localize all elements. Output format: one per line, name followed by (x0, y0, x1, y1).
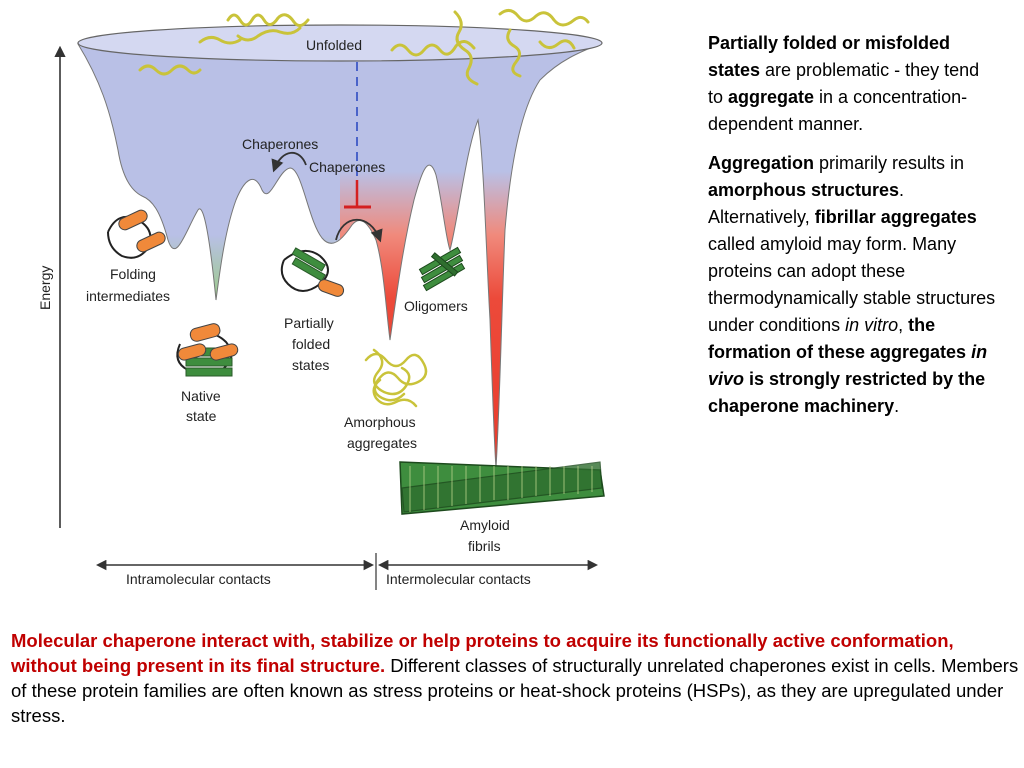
unfolded-chains (138, 9, 590, 86)
side-p2-text-4: , (898, 315, 909, 335)
label-partially-3: states (292, 357, 329, 373)
side-p1-text-1: are problematic - they tend to (708, 60, 980, 107)
label-partially-1: Partially (284, 315, 334, 331)
label-chaperones-1: Chaperones (242, 136, 318, 152)
energy-funnel (77, 24, 603, 469)
amyloid-fibrils-glyph (399, 461, 605, 515)
label-intermolecular: Intermolecular contacts (386, 571, 531, 587)
side-p1-text-2: in a concentration-dependent manner. (708, 87, 968, 134)
label-native-1: Native (181, 388, 221, 404)
label-unfolded: Unfolded (306, 37, 362, 53)
side-p1-bold-2: aggregate (728, 87, 815, 107)
native-state-glyph (176, 323, 239, 377)
side-p2-text-1: primarily results in (814, 153, 965, 173)
side-p2-bold-italic: in vivo (708, 342, 988, 389)
label-amyloid-2: fibrils (468, 538, 501, 554)
label-native-2: state (186, 408, 217, 424)
caption-body: Different classes of structurally unrela… (11, 655, 1019, 726)
inhibition-mark (344, 180, 371, 209)
label-partially-2: folded (292, 336, 330, 352)
label-amyloid-1: Amyloid (460, 517, 510, 533)
side-p2-bold-2: amorphous structures (708, 180, 900, 200)
label-folding-2: intermediates (86, 288, 170, 304)
partially-folded-glyph (280, 247, 345, 297)
side-explanation: Partially folded or misfolded states are… (708, 30, 998, 432)
side-p2-bold-4: the formation of these aggregates (708, 315, 972, 362)
amorphous-aggregates-glyph (364, 348, 428, 408)
energy-landscape-diagram: Energy Folding intermediates (37, 9, 605, 590)
side-p2-text-5: . (894, 396, 900, 416)
energy-axis-label: Energy (37, 266, 53, 310)
side-p2-text-3: called amyloid may form. Many proteins c… (708, 234, 996, 335)
side-p2-bold-5: is strongly restricted by the chaperone … (708, 369, 986, 416)
side-paragraph-1: Partially folded or misfolded states are… (708, 30, 998, 138)
caption-highlight: Molecular chaperone interact with, stabi… (11, 630, 954, 676)
side-p1-bold-1: Partially folded or misfolded states (708, 33, 951, 80)
side-p2-text-2: . Alternatively, (708, 180, 905, 227)
label-amorphous-1: Amorphous (344, 414, 416, 430)
chaperone-arrow-right (335, 218, 383, 243)
side-p2-italic: in vitro (845, 315, 899, 335)
label-amorphous-2: aggregates (347, 435, 417, 451)
label-folding-1: Folding (110, 266, 156, 282)
label-chaperones-2: Chaperones (309, 159, 385, 175)
chaperone-arrow-left (271, 151, 307, 173)
side-p2-bold-1: Aggregation (708, 153, 814, 173)
side-paragraph-2: Aggregation primarily results in amorpho… (708, 150, 998, 420)
label-oligomers: Oligomers (404, 298, 468, 314)
side-p2-bold-3: fibrillar aggregates (814, 207, 977, 227)
folding-intermediates-glyph (107, 209, 166, 259)
oligomers-glyph (418, 246, 466, 292)
bottom-caption: Molecular chaperone interact with, stabi… (11, 628, 1019, 728)
label-intramolecular: Intramolecular contacts (126, 571, 271, 587)
